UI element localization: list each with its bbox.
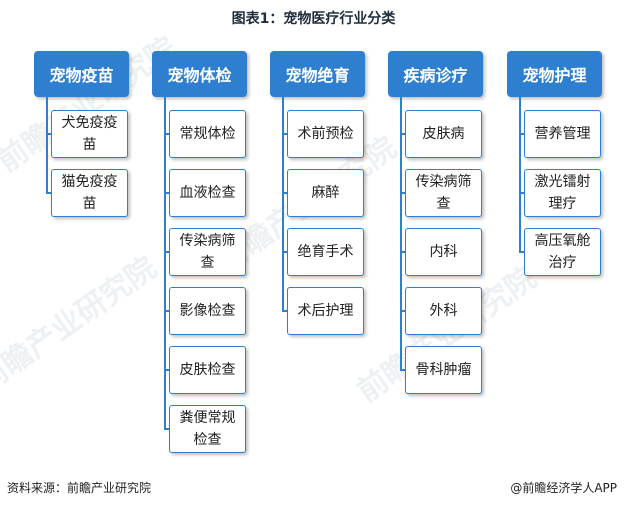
category-node: 宠物体检 [152, 51, 247, 97]
connector-line [400, 369, 405, 371]
subcategory-node: 粪便常规检查 [169, 405, 246, 453]
subcategory-node: 内科 [405, 228, 482, 276]
subcategory-node: 猫免疫疫苗 [51, 169, 128, 217]
subcategory-node: 术前预检 [287, 110, 364, 158]
connector-line [519, 192, 524, 194]
brand-label: @前瞻经济学人APP [510, 481, 617, 495]
connector-line [164, 133, 169, 135]
connector-line [164, 192, 169, 194]
subcategory-node: 骨科肿瘤 [405, 346, 482, 394]
connector-line [164, 310, 169, 312]
connector-line [400, 133, 405, 135]
connector-line [46, 97, 48, 194]
connector-line [164, 428, 169, 430]
subcategory-node: 血液检查 [169, 169, 246, 217]
connector-line [164, 251, 169, 253]
connector-line [46, 133, 51, 135]
connector-line [519, 251, 524, 253]
connector-line [282, 310, 287, 312]
connector-line [282, 97, 284, 312]
category-node: 疾病诊疗 [388, 51, 483, 97]
connector-line [282, 251, 287, 253]
connector-line [519, 97, 521, 253]
subcategory-node: 影像检查 [169, 287, 246, 335]
subcategory-node: 麻醉 [287, 169, 364, 217]
connector-line [164, 369, 169, 371]
connector-line [400, 251, 405, 253]
connector-line [400, 310, 405, 312]
subcategory-node: 高压氧舱治疗 [524, 228, 601, 276]
connector-line [400, 192, 405, 194]
subcategory-node: 犬免疫疫苗 [51, 110, 128, 158]
subcategory-node: 术后护理 [287, 287, 364, 335]
connector-line [400, 97, 402, 371]
subcategory-node: 激光镭射理疗 [524, 169, 601, 217]
subcategory-node: 皮肤病 [405, 110, 482, 158]
subcategory-node: 外科 [405, 287, 482, 335]
watermark: 前瞻产业研究院 [0, 250, 164, 400]
subcategory-node: 常规体检 [169, 110, 246, 158]
category-node: 宠物绝育 [270, 51, 365, 97]
category-node: 宠物疫苗 [34, 51, 129, 97]
subcategory-node: 皮肤检查 [169, 346, 246, 394]
subcategory-node: 绝育手术 [287, 228, 364, 276]
category-node: 宠物护理 [507, 51, 602, 97]
chart-title: 图表1：宠物医疗行业分类 [231, 11, 396, 27]
subcategory-node: 传染病筛查 [169, 228, 246, 276]
connector-line [282, 192, 287, 194]
source-note: 资料来源：前瞻产业研究院 [7, 481, 152, 495]
subcategory-node: 营养管理 [524, 110, 601, 158]
connector-line [164, 97, 166, 430]
subcategory-node: 传染病筛查 [405, 169, 482, 217]
connector-line [46, 192, 51, 194]
connector-line [519, 133, 524, 135]
connector-line [282, 133, 287, 135]
